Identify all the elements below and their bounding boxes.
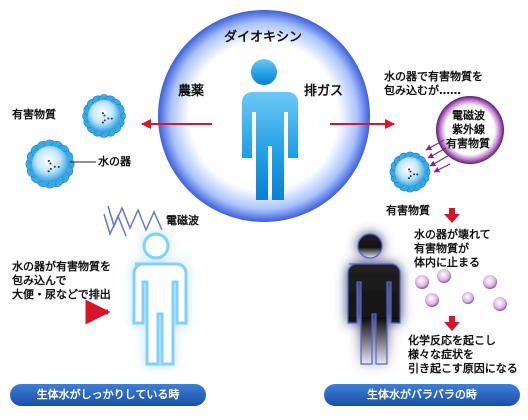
down-arrow-2 (444, 316, 460, 331)
result-text-1: 化学反応を起こし (408, 334, 496, 347)
broken-bubbles (415, 269, 507, 311)
purple-bubble (436, 96, 504, 164)
left-harmful-label: 有害物質 (12, 108, 56, 121)
broken-text-3: 体内に止まる (414, 256, 480, 269)
broken-text-1: 水の器が壊れて (414, 228, 491, 241)
left-caption-3: 大便・尿などで排出 (12, 288, 111, 301)
cell-right-icon (389, 151, 431, 193)
center-person-icon (240, 59, 298, 200)
down-arrow-1 (444, 208, 460, 223)
left-em-label: 電磁波 (166, 214, 199, 227)
cell-mid-icon (25, 139, 75, 189)
cell-top-icon (82, 94, 126, 138)
left-caption-2: 包み込んで (12, 274, 67, 287)
left-banner: 生体水がしっかりしている時 (10, 384, 206, 406)
right-intro-2: 包み込むが…… (384, 84, 461, 97)
em-wave-icon (103, 205, 163, 237)
result-text-3: 引き起こす原因になる (408, 362, 518, 375)
bubble-text-1: 電磁波 (452, 109, 485, 122)
label-exhaust: 排ガス (304, 84, 344, 99)
right-person-icon (347, 233, 401, 365)
left-vessel-label: 水の器 (98, 155, 131, 168)
result-text-2: 様々な症状を (408, 348, 474, 361)
right-banner: 生体水がバラバラの時 (324, 384, 520, 406)
right-intro-1: 水の器で有害物質を (384, 70, 483, 83)
purple-rays (425, 139, 451, 173)
label-pesticide: 農薬 (178, 84, 205, 99)
bubble-text-3: 有害物質 (446, 137, 490, 150)
left-caption-1: 水の器が有害物質を (12, 260, 111, 273)
label-dioxin: ダイオキシン (224, 30, 303, 45)
broken-text-2: 有害物質が (414, 242, 469, 255)
right-harmful-label: 有害物質 (386, 204, 430, 217)
left-person-icon (132, 232, 188, 366)
bubble-text-2: 紫外線 (452, 123, 485, 136)
